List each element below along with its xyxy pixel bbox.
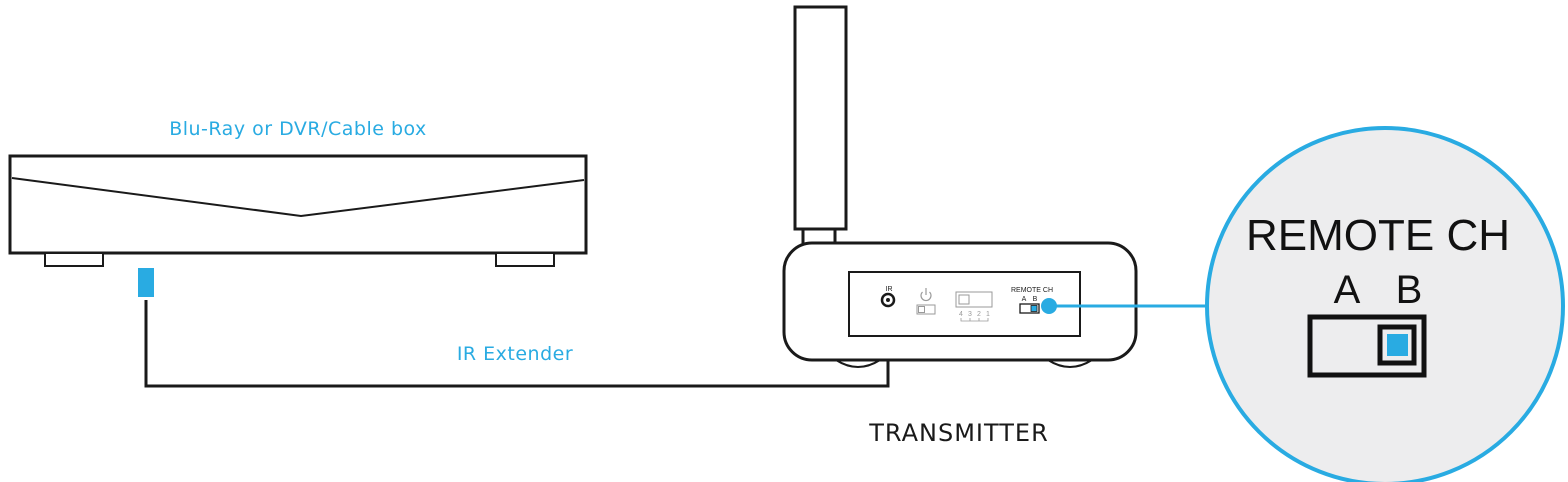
remote-ch-small-b: B [1033, 296, 1038, 303]
callout-dot [1041, 298, 1057, 314]
source-device: Blu-Ray or DVR/Cable box [8, 118, 588, 267]
power-button [916, 304, 936, 315]
source-device-body [8, 154, 588, 255]
dip-switch-numbers: 4 3 2 1 [959, 311, 990, 322]
transmitter-foot-left [835, 359, 881, 368]
dip-number-3: 3 [968, 311, 972, 318]
remote-ch-small-switch [1019, 303, 1040, 314]
ir-emitter [138, 268, 154, 297]
antenna [793, 5, 848, 231]
ir-extender-label: IR Extender [457, 343, 573, 365]
zoom-option-b: B [1396, 268, 1423, 312]
transmitter: IR 4 3 2 1 REMOTE CH A B TRANSMITTER [782, 5, 1138, 447]
ir-port-center [886, 298, 890, 302]
callout [1041, 298, 1205, 314]
source-device-foot-right [495, 252, 555, 267]
dip-number-1: 1 [986, 311, 990, 318]
remote-ch-small-label: REMOTE CH [1011, 287, 1053, 294]
ir-port-label: IR [886, 286, 893, 293]
zoom-option-a: A [1334, 268, 1361, 312]
source-device-foot-left [44, 252, 104, 267]
remote-ch-small-a: A [1022, 296, 1027, 303]
remote-ch-zoom: REMOTE CH A B [1205, 126, 1565, 482]
remote-ch-small-knob [1030, 305, 1038, 312]
dip-switch-knob [958, 294, 970, 305]
source-device-front-line [11, 177, 585, 218]
zoom-circle [1205, 126, 1565, 482]
dip-number-4: 4 [959, 311, 963, 318]
power-icon [920, 288, 932, 302]
transmitter-label: TRANSMITTER [868, 419, 1049, 447]
ir-extender: IR Extender [138, 268, 890, 388]
transmitter-foot-right [1047, 359, 1093, 368]
power-button-knob [918, 306, 925, 313]
source-device-label: Blu-Ray or DVR/Cable box [169, 118, 427, 140]
dip-number-2: 2 [977, 311, 981, 318]
zoom-title: REMOTE CH [1246, 211, 1510, 260]
zoom-switch-knob [1387, 334, 1408, 356]
dip-bracket [960, 318, 989, 322]
